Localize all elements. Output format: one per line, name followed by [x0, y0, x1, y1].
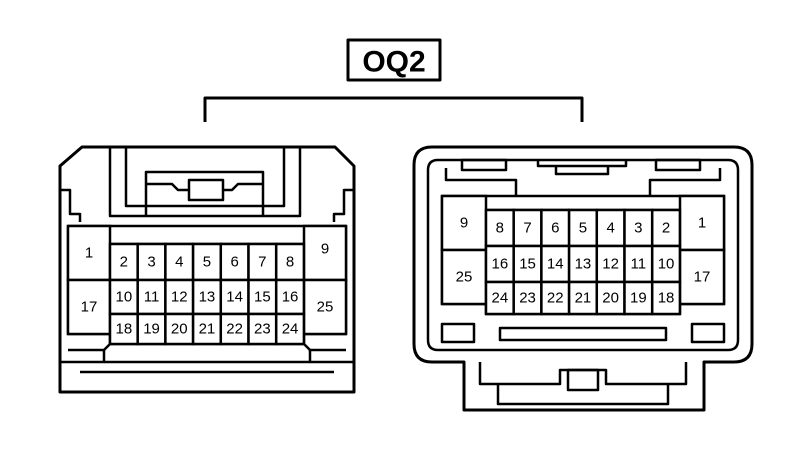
right_view-pin-8-label: 8	[496, 220, 504, 237]
left_view-pin-23-label: 23	[254, 321, 271, 338]
left_view-pin-1-label: 1	[85, 245, 93, 262]
right-connector-body	[412, 145, 754, 412]
left_view-pin-6-cavity	[219, 242, 250, 282]
right_view-pin-2-label: 2	[662, 220, 670, 237]
right_view-pin-10-label: 10	[658, 256, 675, 273]
left_view-pin-17-label: 17	[81, 299, 98, 316]
right_view-pin-10-cavity	[650, 244, 682, 284]
left_view-pin-2-cavity	[108, 242, 139, 282]
right_view-pin-25-label: 25	[456, 269, 473, 286]
right_view-pin-19-label: 19	[630, 290, 647, 307]
left_view-pin-15-label: 15	[254, 289, 271, 306]
right-connector: 9 25 1 17 8 16 24 7 15 23 6 14 22 5 13 21 4 12 20 3 11 19 2 10 1…	[412, 145, 754, 412]
right_view-pin-25-cavity	[440, 248, 488, 306]
right_view-pin-21-label: 21	[575, 290, 592, 307]
right_view-pin-18-label: 18	[658, 290, 675, 307]
right_view-pin-17-label: 17	[694, 269, 711, 286]
right_view-pin-22-label: 22	[547, 290, 564, 307]
left_view-pin-25-label: 25	[317, 299, 334, 316]
left_view-pin-5-label: 5	[203, 254, 211, 271]
left_view-pin-11-label: 11	[144, 289, 160, 306]
right_view-pin-17-cavity	[678, 248, 726, 306]
left_view-pin-13-label: 13	[199, 289, 216, 306]
right_view-pin-9-cavity	[440, 194, 488, 252]
left_view-pin-9-cavity	[302, 224, 348, 282]
left_view-pin-20-cavity	[164, 312, 195, 346]
right_view-pin-22-cavity	[540, 280, 571, 316]
title-group: OQ2	[203, 38, 584, 122]
left_view-pin-18-label: 18	[116, 321, 133, 338]
right_view-pin-3-label: 3	[634, 220, 642, 237]
right_view-pin-19-cavity	[623, 280, 654, 316]
left_view-pin-3-cavity	[136, 242, 167, 282]
left_view-pin-22-label: 22	[226, 321, 243, 338]
left_view-pin-24-cavity	[274, 312, 306, 346]
right_view-pin-24-label: 24	[492, 290, 509, 307]
left_view-pin-3-label: 3	[147, 254, 155, 271]
right_view-pin-20-label: 20	[602, 290, 619, 307]
right_view-pin-18-cavity	[650, 280, 682, 316]
right_view-pin-8-cavity	[484, 208, 515, 248]
left_view-pin-19-cavity	[136, 312, 167, 346]
left_view-pin-10-label: 10	[116, 289, 133, 306]
left_view-pin-8-label: 8	[286, 254, 294, 271]
title-box	[346, 38, 442, 82]
left_view-pin-16-label: 16	[282, 289, 299, 306]
left_view-pin-12-cavity	[164, 278, 195, 316]
left_view-pin-2-label: 2	[120, 254, 128, 271]
right_view-pin-1-label: 1	[698, 215, 706, 232]
right_view-pin-12-label: 12	[602, 256, 619, 273]
connector-title: OQ2	[362, 46, 425, 79]
right_view-pin-2-cavity	[650, 208, 682, 248]
right_view-pin-23-cavity	[512, 280, 543, 316]
right_view-pin-15-cavity	[512, 244, 543, 284]
left_view-pin-12-label: 12	[171, 289, 188, 306]
left_view-pin-10-cavity	[108, 278, 139, 316]
right_view-pin-15-label: 15	[519, 256, 536, 273]
right_view-pin-9-label: 9	[460, 215, 468, 232]
left_view-pin-6-label: 6	[230, 254, 238, 271]
right_view-pin-7-label: 7	[523, 220, 531, 237]
right_view-pin-24-cavity	[484, 280, 515, 316]
right_view-pin-14-label: 14	[547, 256, 564, 273]
right_view-pin-6-label: 6	[551, 220, 559, 237]
left-connector-body	[58, 145, 356, 394]
left_view-pin-7-label: 7	[258, 254, 266, 271]
right_view-pin-4-label: 4	[606, 220, 614, 237]
left_view-pin-16-cavity	[274, 278, 306, 316]
left_view-pin-8-cavity	[274, 242, 306, 282]
left_view-pin-20-label: 20	[171, 321, 188, 338]
right_view-pin-11-label: 11	[631, 256, 647, 273]
left_view-pin-14-label: 14	[226, 289, 243, 306]
left_view-pin-5-cavity	[191, 242, 223, 282]
left-connector: 1 17 9 25 2 10 18 3 11 19 4 12 20 5 13 21 6 14 22 7 15 23 8 16 2…	[58, 145, 356, 394]
right_view-pin-13-label: 13	[575, 256, 592, 273]
left-pin-array: 1 17 9 25 2 10 18 3 11 19 4 12 20 5 13 21 6 14 22 7 15 23 8 16 2…	[66, 224, 348, 346]
right_view-pin-23-label: 23	[519, 290, 536, 307]
left_view-pin-24-label: 24	[282, 321, 299, 338]
right_view-pin-5-label: 5	[579, 220, 587, 237]
left_view-pin-19-label: 19	[143, 321, 160, 338]
right_view-pin-16-label: 16	[492, 256, 509, 273]
left_view-pin-21-label: 21	[199, 321, 216, 338]
left_view-pin-4-label: 4	[175, 254, 183, 271]
right-pin-array: 9 25 1 17 8 16 24 7 15 23 6 14 22 5 13 21 4 12 20 3 11 19 2 10 1…	[440, 194, 726, 316]
left_view-pin-9-label: 9	[321, 241, 329, 258]
left_view-pin-25-cavity	[302, 278, 348, 336]
title-bracket	[203, 96, 584, 122]
